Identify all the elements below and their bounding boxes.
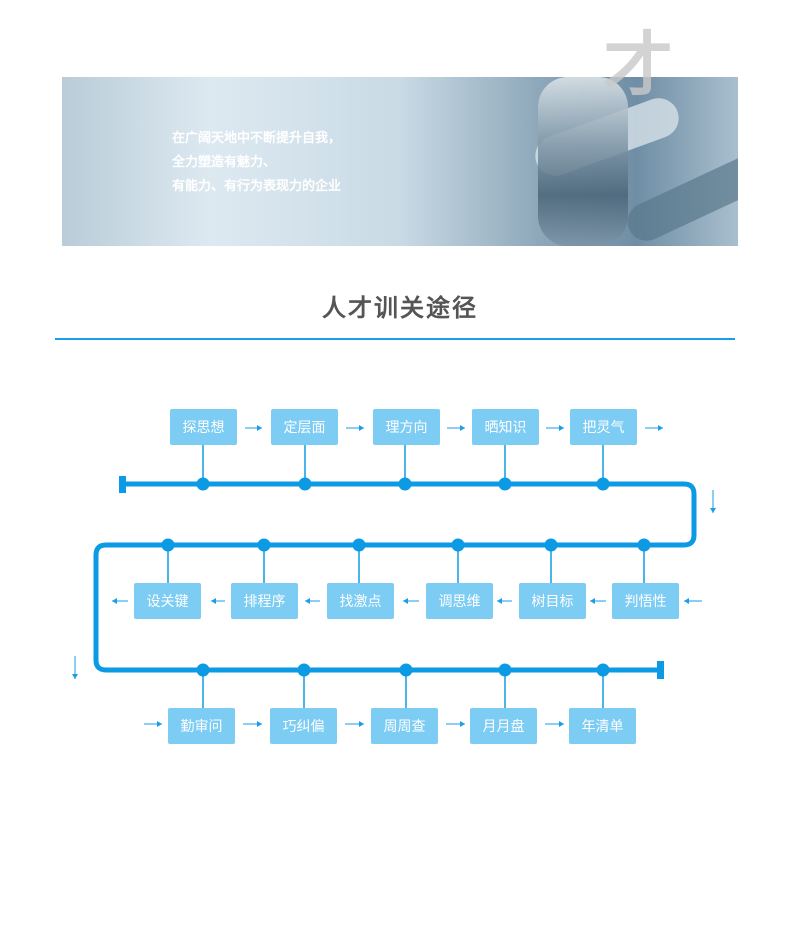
flow-step-row3: 周周查 <box>371 708 438 744</box>
banner-hands-image <box>538 77 628 246</box>
flow-line <box>93 481 697 673</box>
arrowhead-icon <box>72 674 78 679</box>
arrowhead-icon <box>460 425 465 431</box>
arrowhead-icon <box>497 598 502 604</box>
slogan-line: 有能力、有行为表现力的企业 <box>172 179 342 194</box>
arrowhead-icon <box>590 598 595 604</box>
arrowhead-icon <box>460 721 465 727</box>
flow-step-row1: 探思想 <box>170 409 237 445</box>
arrowhead-icon <box>710 508 716 513</box>
arrowhead-icon <box>211 598 216 604</box>
end-cap <box>657 661 664 679</box>
flow-step-row3: 勤审问 <box>168 708 235 744</box>
watermark-character: 才 <box>603 23 673 106</box>
flow-step-row3: 巧纠偏 <box>270 708 337 744</box>
page-title: 人才训关途径 <box>322 294 478 322</box>
node-dot <box>196 663 210 677</box>
node-dot <box>596 477 610 491</box>
node-dot <box>637 538 651 552</box>
node-dot <box>498 477 512 491</box>
arrowhead-icon <box>403 598 408 604</box>
node-dot <box>257 538 271 552</box>
arrowhead-icon <box>359 721 364 727</box>
node-dot <box>398 477 412 491</box>
node-dot <box>298 477 312 491</box>
flow-step-row1: 定层面 <box>271 409 338 445</box>
title-divider <box>55 338 735 340</box>
arrowhead-icon <box>559 721 564 727</box>
arrowhead-icon <box>684 598 689 604</box>
arrowhead-icon <box>257 425 262 431</box>
flow-step-row1: 把灵气 <box>570 409 637 445</box>
arrowhead-icon <box>658 425 663 431</box>
flow-step-row2: 调思维 <box>426 583 493 619</box>
flow-step-row2: 设关键 <box>134 583 201 619</box>
node-dot <box>352 538 366 552</box>
slogan-line: 在广阔天地中不断提升自我， <box>172 131 342 146</box>
flow-step-row2: 找激点 <box>327 583 394 619</box>
flow-step-row2: 判悟性 <box>612 583 679 619</box>
slogan-line: 全力塑造有魅力、 <box>172 155 277 170</box>
hero-banner: 在广阔天地中不断提升自我， 全力塑造有魅力、 有能力、有行为表现力的企业 <box>62 77 738 246</box>
arrowhead-icon <box>157 721 162 727</box>
flow-step-row2: 排程序 <box>231 583 298 619</box>
arrowhead-icon <box>112 598 117 604</box>
arrowhead-icon <box>305 598 310 604</box>
arrowhead-icon <box>359 425 364 431</box>
node-dot <box>399 663 413 677</box>
banner-slogan: 在广阔天地中不断提升自我， 全力塑造有魅力、 有能力、有行为表现力的企业 <box>172 127 341 199</box>
arrowhead-icon <box>257 721 262 727</box>
flow-step-row2: 树目标 <box>519 583 586 619</box>
flow-step-row3: 月月盘 <box>470 708 537 744</box>
arrowhead-icon <box>559 425 564 431</box>
flow-step-row3: 年清单 <box>569 708 636 744</box>
node-dot <box>596 663 610 677</box>
start-cap <box>119 476 126 493</box>
node-dot <box>297 663 311 677</box>
flow-step-row1: 晒知识 <box>472 409 539 445</box>
node-dot <box>498 663 512 677</box>
node-dot <box>544 538 558 552</box>
node-dot <box>196 477 210 491</box>
node-dot <box>451 538 465 552</box>
node-dot <box>161 538 175 552</box>
flow-step-row1: 理方向 <box>373 409 440 445</box>
